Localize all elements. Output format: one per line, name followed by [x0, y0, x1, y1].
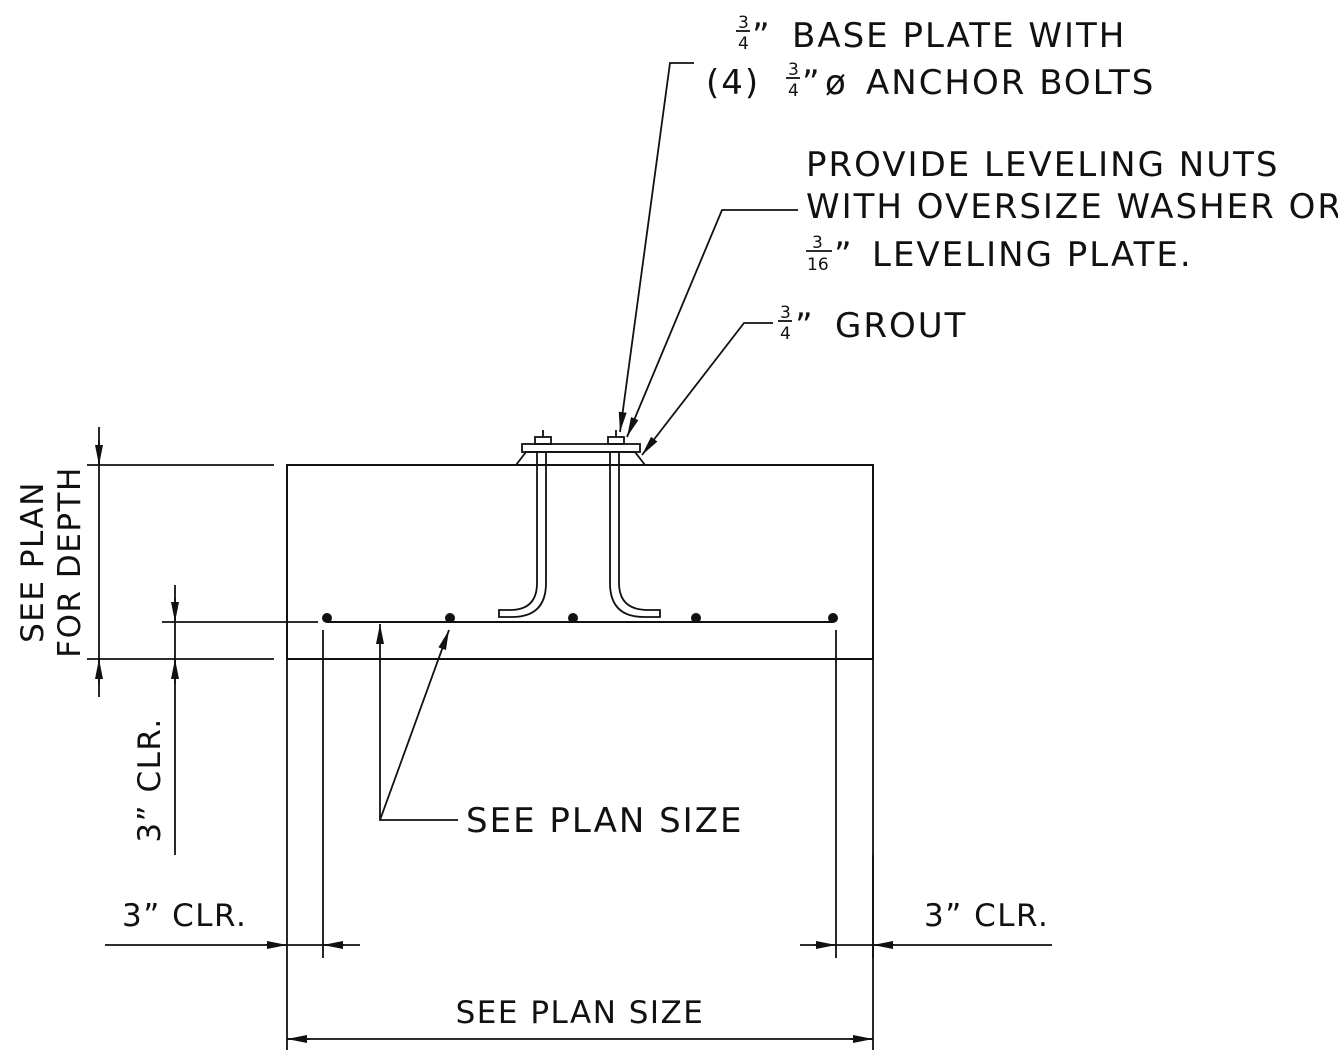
diameter-symbol: ø [825, 63, 848, 103]
anchor-bolt-left [498, 452, 547, 618]
leveling-note: PROVIDE LEVELING NUTS WITH OVERSIZE WASH… [806, 145, 1338, 275]
base-plate-assembly [498, 430, 661, 618]
grout-note: 3 4 ” GROUT [778, 303, 967, 346]
right-clear-label: 3” CLR. [924, 898, 1049, 934]
footing-size-label: SEE PLAN SIZE [456, 995, 705, 1031]
left-clear-label: 3” CLR. [122, 898, 247, 934]
inch-mark: ” [795, 306, 815, 346]
rebar-bar [828, 613, 838, 623]
footing-outline [286, 464, 874, 660]
grout-pad [515, 451, 646, 466]
frac-numerator: 3 [780, 303, 791, 323]
rebar-bar [322, 613, 332, 623]
inch-mark: ” [752, 16, 772, 56]
base-plate-line2-prefix: (4) [706, 63, 760, 103]
rebar-bar [568, 613, 578, 623]
leveling-nut [534, 436, 552, 445]
grout-label: GROUT [835, 306, 967, 346]
leveling-line1: PROVIDE LEVELING NUTS [806, 145, 1279, 185]
rebar-size-leader [376, 624, 458, 821]
leader-grout [641, 322, 773, 456]
frac-denominator: 4 [788, 81, 799, 101]
base-plate-line1: BASE PLATE WITH [792, 16, 1126, 56]
inch-mark: ” [802, 63, 822, 103]
bottom-clear-label: 3” CLR. [132, 717, 168, 842]
base-plate [521, 443, 641, 453]
leader-base-plate [618, 62, 694, 433]
rebar-bar [445, 613, 455, 623]
depth-label-line2: FOR DEPTH [52, 466, 88, 658]
leveling-line3: LEVELING PLATE. [872, 235, 1193, 275]
leveling-nut [607, 436, 625, 445]
anchor-bolt-right [609, 452, 661, 618]
frac-denominator: 16 [807, 255, 829, 275]
leader-leveling-nuts [626, 209, 798, 438]
leveling-line2: WITH OVERSIZE WASHER OR [806, 187, 1338, 227]
frac-numerator: 3 [812, 233, 823, 253]
inch-mark: ” [834, 235, 854, 275]
rebar-bar [691, 613, 701, 623]
base-plate-note: 3 4 ” BASE PLATE WITH (4) 3 4 ” ø ANCHOR… [706, 13, 1155, 103]
depth-label-line1: SEE PLAN [15, 481, 51, 643]
base-plate-line2-suffix: ANCHOR BOLTS [866, 63, 1155, 103]
frac-denominator: 4 [738, 34, 749, 54]
frac-denominator: 4 [780, 324, 791, 344]
frac-numerator: 3 [738, 13, 749, 33]
rebar-size-label: SEE PLAN SIZE [466, 801, 743, 841]
rebar-size-leader-2 [379, 629, 450, 821]
frac-numerator: 3 [788, 60, 799, 80]
